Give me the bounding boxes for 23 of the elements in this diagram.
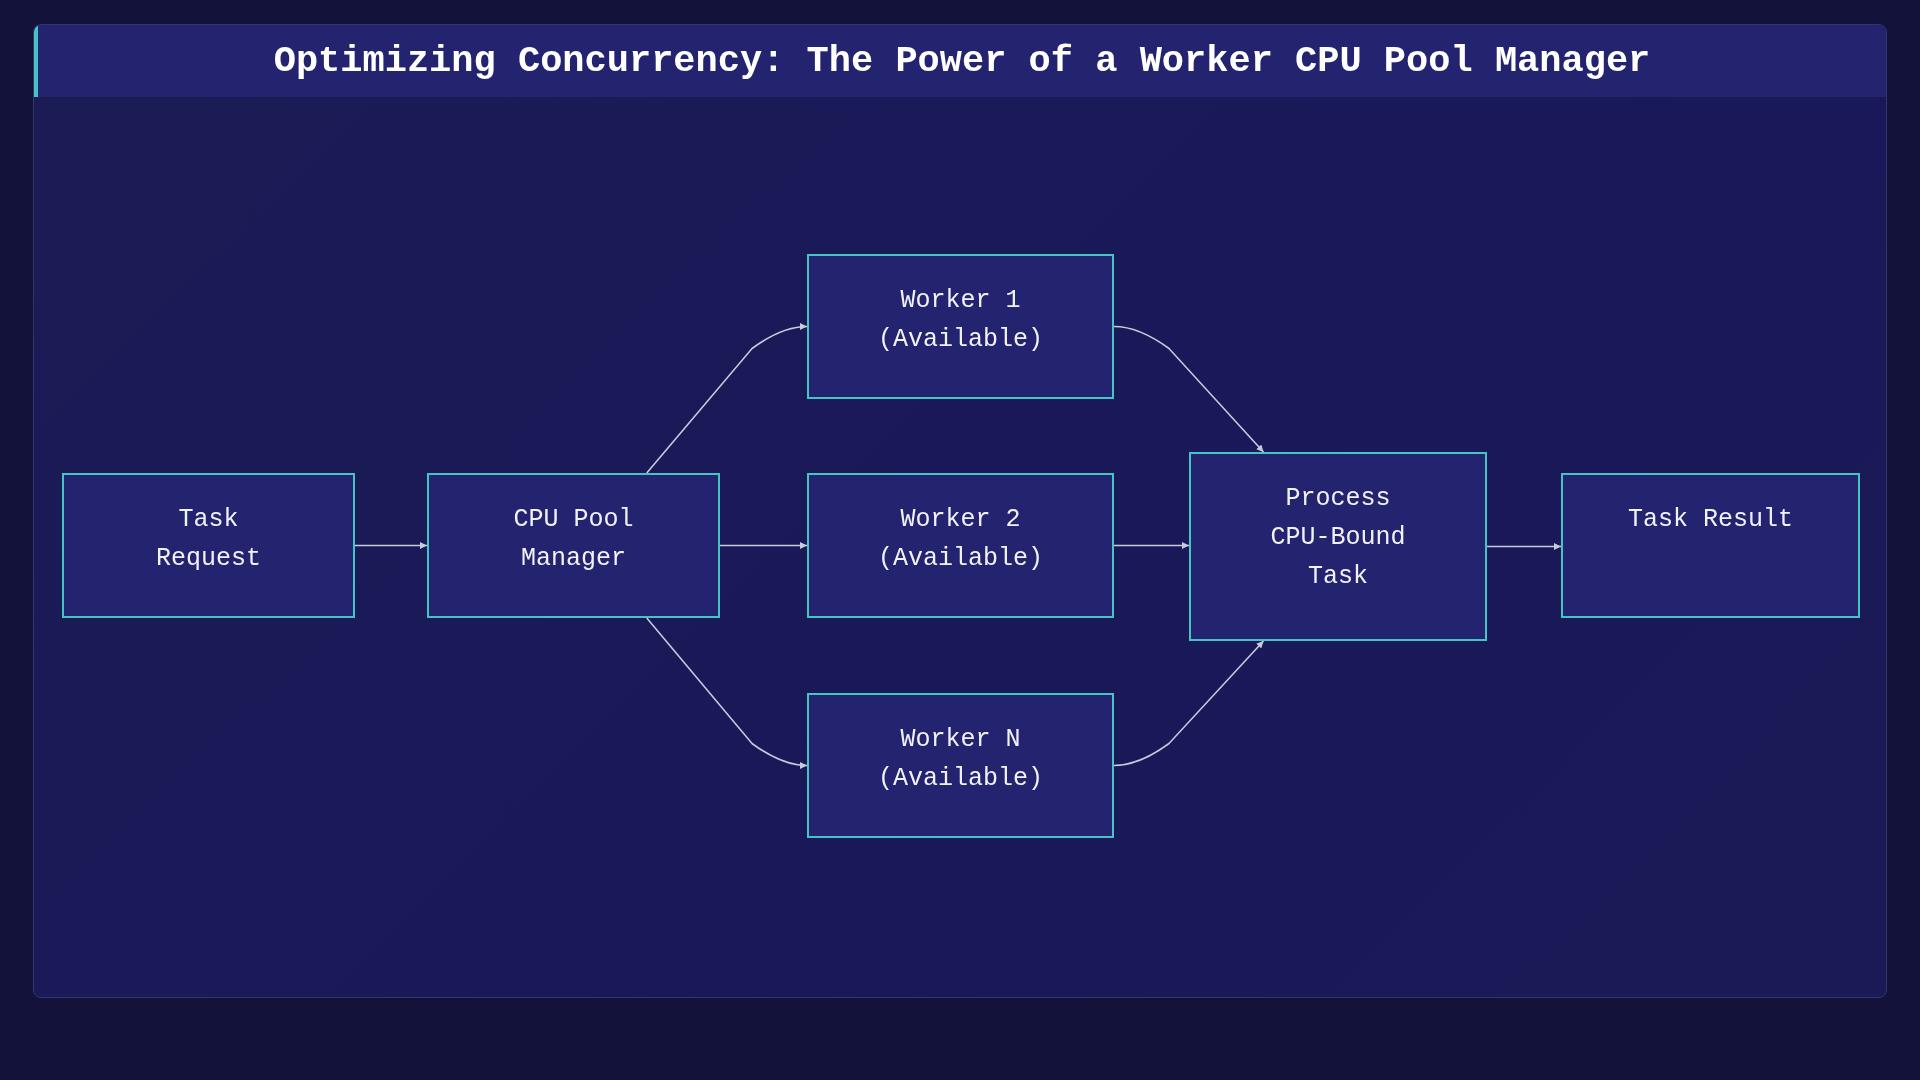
process-box: [427, 473, 720, 618]
diagram-title: Optimizing Concurrency: The Power of a Worker CPU Pool Manager: [273, 40, 1651, 82]
arrow: [1113, 542, 1190, 549]
arrow: [354, 542, 428, 549]
process-box: [62, 473, 355, 618]
arrow: [645, 323, 808, 474]
node-label: CPU Pool Manager: [512, 504, 635, 575]
process-box: [807, 254, 1114, 399]
process-box: [1561, 473, 1860, 618]
node-label: Worker 2 (Available): [876, 504, 1044, 575]
process-box: [807, 473, 1114, 618]
node-label: Task Result: [1628, 504, 1793, 536]
node-label: Process CPU-Bound Task: [1269, 483, 1407, 593]
node-label: Task Request: [154, 504, 262, 575]
arrow: [719, 542, 808, 549]
arrow: [1486, 543, 1562, 550]
arrow: [1113, 325, 1265, 453]
process-box: [1189, 452, 1487, 641]
process-box: [807, 693, 1114, 838]
node-label: Worker N (Available): [876, 724, 1044, 795]
arrow: [645, 617, 808, 769]
arrow: [1113, 640, 1265, 767]
node-label: Worker 1 (Available): [876, 285, 1044, 356]
